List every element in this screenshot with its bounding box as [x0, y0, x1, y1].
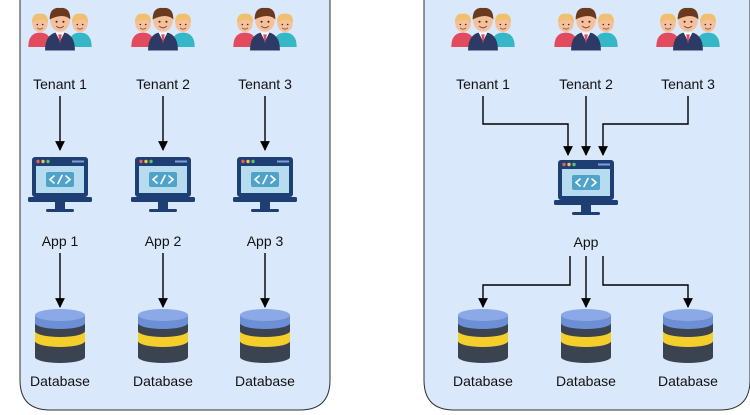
tenant-label: Tenant 1: [33, 76, 87, 92]
database-icon: [663, 309, 713, 363]
app-monitor-icon: [131, 157, 195, 212]
tenant-label: Tenant 2: [136, 76, 190, 92]
app-monitor-icon: [233, 157, 297, 212]
app-label: App 3: [246, 233, 284, 249]
tenant-group-icon: [131, 7, 195, 51]
app-to-database-arrow: [478, 256, 571, 308]
tenant-group-icon: [451, 7, 515, 51]
app-label: App 1: [41, 233, 79, 249]
left-panel: [19, 0, 331, 411]
tenant-to-app-arrow: [482, 96, 573, 156]
database-label: Database: [30, 373, 90, 389]
app-to-database-arrow: [602, 256, 693, 308]
tenant-label: Tenant 2: [559, 76, 613, 92]
database-icon: [240, 309, 290, 363]
database-icon: [35, 309, 85, 363]
database-label: Database: [556, 373, 616, 389]
tenant-group-icon: [233, 7, 297, 51]
database-icon: [458, 309, 508, 363]
tenant-to-app-arrow: [598, 96, 689, 156]
database-label: Database: [658, 373, 718, 389]
app-monitor-icon: [554, 160, 618, 215]
database-icon: [561, 309, 611, 363]
tenant-label: Tenant 1: [456, 76, 510, 92]
app-label: App 2: [144, 233, 182, 249]
tenant-label: Tenant 3: [661, 76, 715, 92]
tenant-label: Tenant 3: [238, 76, 292, 92]
database-label: Database: [453, 373, 513, 389]
tenant-group-icon: [656, 7, 720, 51]
app-monitor-icon: [28, 157, 92, 212]
tenant-group-icon: [28, 7, 92, 51]
tenant-group-icon: [554, 7, 618, 51]
database-label: Database: [235, 373, 295, 389]
database-icon: [138, 309, 188, 363]
app-label: App: [573, 234, 599, 250]
database-label: Database: [133, 373, 193, 389]
